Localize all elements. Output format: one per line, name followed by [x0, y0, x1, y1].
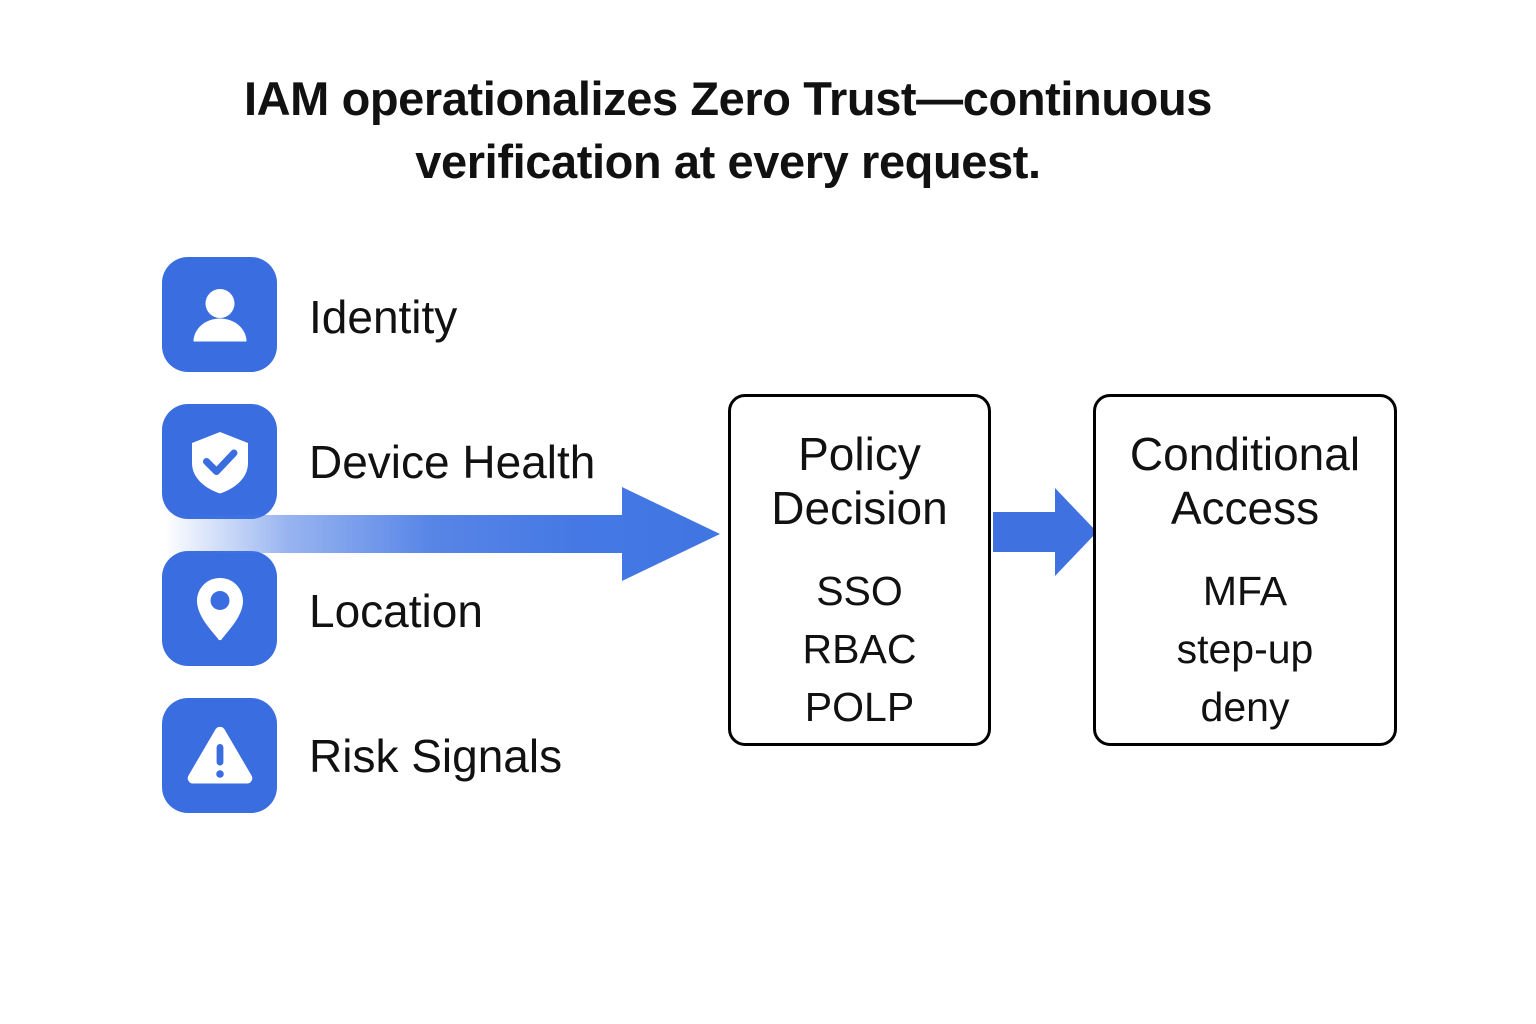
page-title: IAM operationalizes Zero Trust—continuou…: [243, 72, 1213, 188]
stage-title-line2: Access: [1170, 482, 1320, 535]
stage-item: POLP: [804, 683, 915, 730]
stage-box-conditional-access: Conditional Access MFA step-up deny: [1093, 394, 1397, 746]
warning-triangle-icon: [162, 698, 277, 813]
stage-item: SSO: [816, 567, 903, 614]
shield-check-icon: [162, 404, 277, 519]
signal-row-identity: Identity: [162, 257, 457, 372]
signal-label-risk-signals: Risk Signals: [309, 729, 563, 782]
stage-title-line2: Decision: [771, 482, 948, 535]
stage-title-line1: Conditional: [1129, 428, 1361, 480]
signal-row-risk-signals: Risk Signals: [162, 698, 562, 813]
location-pin-icon: [162, 551, 277, 666]
signal-label-device-health: Device Health: [309, 435, 596, 488]
signal-label-location: Location: [309, 584, 483, 637]
signal-label-identity: Identity: [309, 290, 458, 343]
person-icon: [162, 257, 277, 372]
stage-box-policy-decision: Policy Decision SSO RBAC POLP: [728, 394, 991, 746]
stage-items-policy-decision: SSO RBAC POLP: [803, 562, 917, 737]
stage-title-policy-decision: Policy Decision: [771, 427, 947, 536]
right-arrow-icon: [993, 486, 1098, 578]
signal-row-location: Location: [162, 551, 483, 666]
right-arrow-gradient-icon: [164, 478, 722, 590]
stage-item: deny: [1200, 683, 1290, 730]
stage-item: step-up: [1176, 625, 1314, 672]
signal-row-device-health: Device Health: [162, 404, 595, 519]
stage-title-conditional-access: Conditional Access: [1130, 427, 1360, 536]
stage-item: MFA: [1202, 567, 1288, 614]
stage-item: RBAC: [802, 625, 917, 672]
stage-title-line1: Policy: [798, 428, 921, 480]
stage-items-conditional-access: MFA step-up deny: [1177, 562, 1314, 737]
